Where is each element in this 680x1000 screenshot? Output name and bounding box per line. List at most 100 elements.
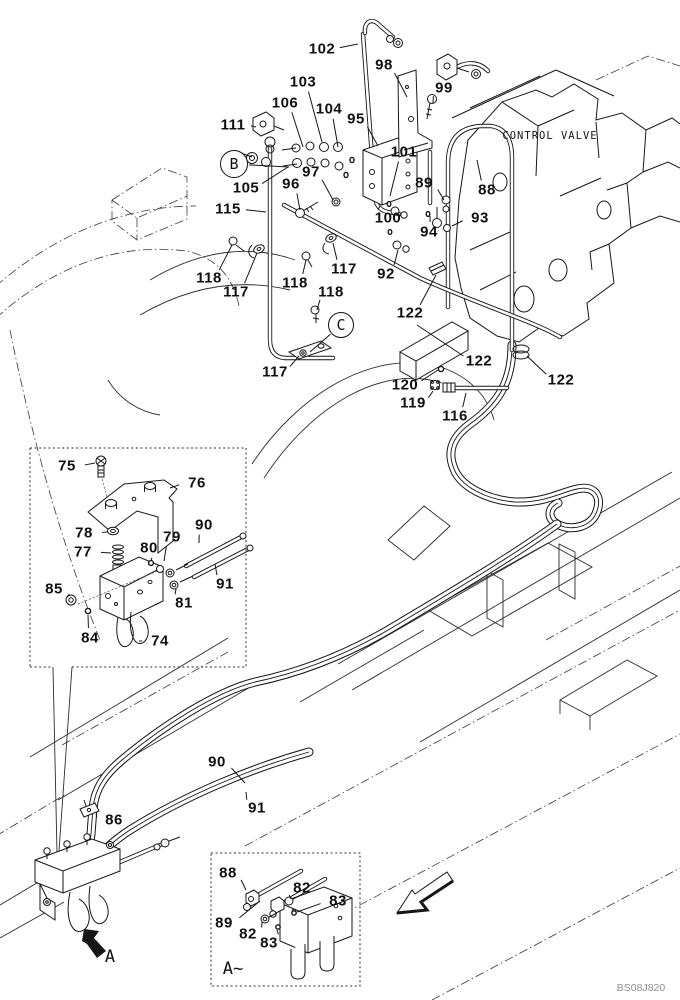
leader-line xyxy=(163,546,167,562)
part-callout: 77 xyxy=(74,543,92,561)
part-callout: 80 xyxy=(140,539,158,557)
leader-line xyxy=(451,220,463,227)
part-callout: 76 xyxy=(188,474,206,492)
part-callout: 95 xyxy=(347,110,365,128)
leader-line xyxy=(244,252,258,284)
part-callout: 94 xyxy=(420,223,438,241)
leader-line xyxy=(419,274,437,305)
part-callout: 122 xyxy=(465,352,493,370)
part-callout: 75 xyxy=(58,457,76,475)
part-callout: 118 xyxy=(282,274,308,292)
part-callout: 100 xyxy=(374,209,402,227)
leader-line xyxy=(231,767,246,784)
leader-line xyxy=(239,900,261,919)
inset-detail-b xyxy=(210,852,361,987)
leader-line xyxy=(366,126,379,147)
leader-line xyxy=(100,551,112,554)
part-callout: 117 xyxy=(262,363,288,381)
leader-line xyxy=(332,118,339,148)
part-callout: 90 xyxy=(208,753,226,771)
leader-line xyxy=(316,299,321,311)
leader-line xyxy=(250,125,257,128)
leader-line xyxy=(66,593,70,598)
part-callout: 103 xyxy=(289,73,317,91)
part-callout: 119 xyxy=(400,394,426,412)
leader-line xyxy=(476,159,482,181)
drawing-number: BS08J820 xyxy=(616,982,666,994)
leader-line xyxy=(276,929,279,935)
leader-line xyxy=(150,557,153,561)
leader-line xyxy=(421,369,439,382)
leader-line xyxy=(240,879,247,891)
inset-detail-a xyxy=(29,447,254,668)
leader-line xyxy=(428,390,434,399)
chassis-frame xyxy=(0,250,680,939)
part-callout: 91 xyxy=(248,799,266,817)
part-callout: 82 xyxy=(293,879,311,897)
leader-line xyxy=(394,72,408,98)
part-callout: 99 xyxy=(435,79,453,97)
part-callout: 86 xyxy=(105,811,123,829)
part-callout: 117 xyxy=(223,283,249,301)
fittings-and-hardware xyxy=(228,35,530,393)
part-callout: 83 xyxy=(329,892,347,910)
part-callout: 74 xyxy=(151,632,169,650)
leader-line xyxy=(169,484,180,489)
leader-line xyxy=(302,259,307,275)
leader-line xyxy=(526,355,547,375)
part-callout: 105 xyxy=(232,179,260,197)
control-valve-label: CONTROL VALVE xyxy=(502,130,598,142)
part-callout: 102 xyxy=(308,40,336,58)
view-arrow-a-label: A xyxy=(104,947,116,967)
part-callout: 116 xyxy=(442,407,468,425)
leader-line xyxy=(84,462,96,466)
leader-line xyxy=(245,209,267,213)
leader-line xyxy=(393,249,399,266)
part-callout: 118 xyxy=(196,269,222,287)
part-callout: 84 xyxy=(81,629,99,647)
leader-line xyxy=(309,333,331,353)
leader-line xyxy=(332,242,338,260)
leader-line xyxy=(377,205,381,210)
leader-line xyxy=(296,903,321,913)
part-callout: 122 xyxy=(547,371,575,389)
control-valve-drawing xyxy=(451,69,680,343)
part-callout: 117 xyxy=(331,260,357,278)
leader-line xyxy=(289,355,300,367)
part-callout: 93 xyxy=(471,209,489,227)
part-callout: 89 xyxy=(215,914,233,932)
part-callout: 118 xyxy=(318,283,344,301)
part-callout: 115 xyxy=(215,200,241,218)
part-callout: 104 xyxy=(315,100,343,118)
leader-line xyxy=(416,324,464,357)
part-callout: 90 xyxy=(195,516,213,534)
part-callout: 85 xyxy=(45,580,63,598)
part-callout: 91 xyxy=(216,575,234,593)
leader-line xyxy=(261,166,289,184)
leader-line xyxy=(174,588,177,595)
part-callout: 88 xyxy=(219,864,237,882)
leader-line xyxy=(307,91,323,143)
part-callout: 88 xyxy=(478,181,496,199)
leader-line xyxy=(389,161,400,197)
machine-body-outline xyxy=(0,55,680,1000)
leader-line xyxy=(462,392,467,408)
part-callout: 78 xyxy=(75,524,93,542)
leader-line xyxy=(288,894,292,900)
part-callout: 111 xyxy=(220,116,246,134)
part-callout: 122 xyxy=(396,304,424,322)
leader-line xyxy=(291,112,304,148)
section-a-label: A~ xyxy=(222,959,244,979)
leader-line xyxy=(339,43,359,49)
part-callout: 120 xyxy=(391,376,419,394)
leader-line xyxy=(245,791,248,800)
part-callout: 96 xyxy=(282,175,300,193)
part-callout: 89 xyxy=(415,174,433,192)
part-callout: 83 xyxy=(260,934,278,952)
leader-line xyxy=(321,179,334,201)
detail-balloon-c: C xyxy=(328,312,354,338)
leader-line xyxy=(218,244,233,271)
leader-line xyxy=(95,813,98,817)
